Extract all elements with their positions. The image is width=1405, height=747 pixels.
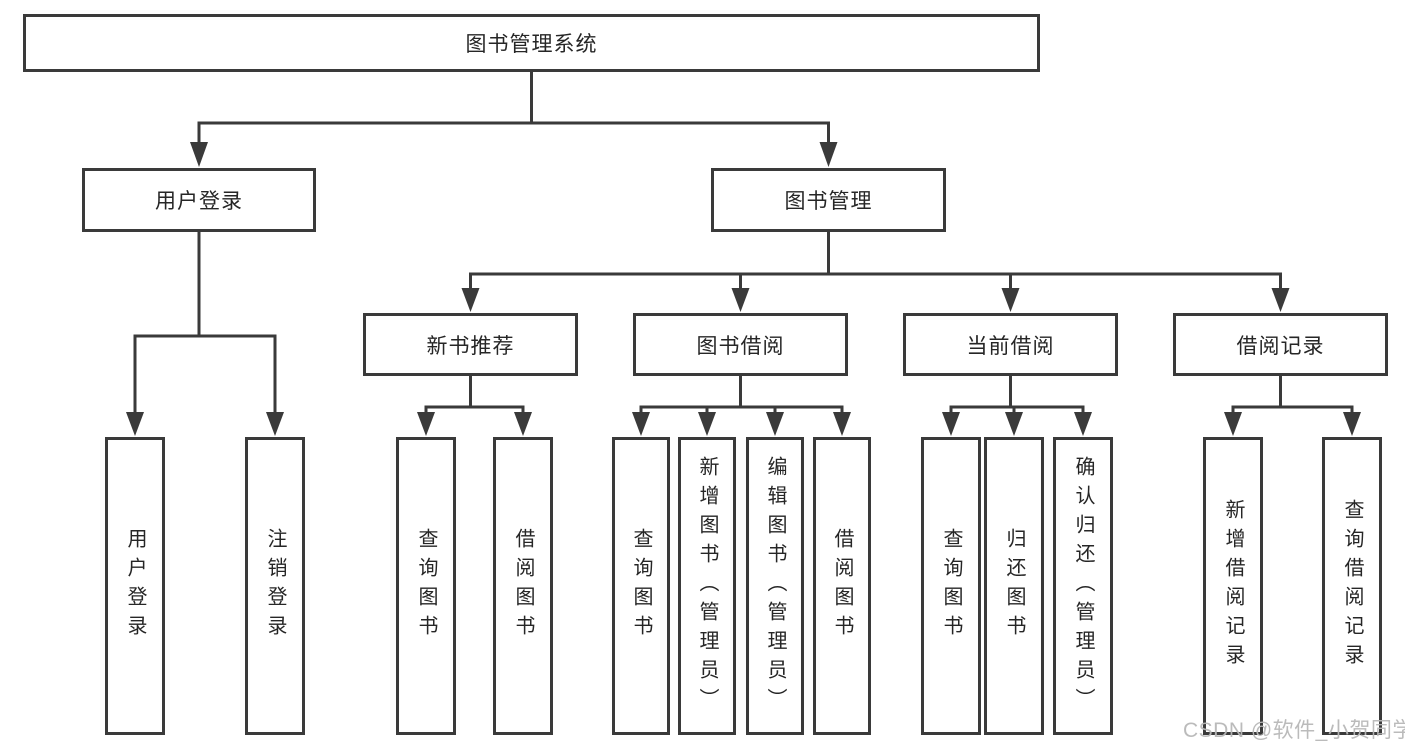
- leaf-return-books: 归还图书: [984, 437, 1044, 735]
- node-label: 图书借阅: [696, 334, 785, 358]
- node-current-borrowing: 当前借阅: [903, 313, 1118, 376]
- arrow-down-icon: [942, 412, 960, 436]
- arrow-down-icon: [266, 412, 284, 436]
- leaf-label: 注销登录: [264, 528, 286, 644]
- leaf-add-books-admin: 新增图书（管理员）: [678, 437, 736, 735]
- leaf-label: 查询借阅记录: [1341, 499, 1363, 673]
- arrow-down-icon: [1001, 288, 1020, 312]
- leaf-add-borrow-record: 新增借阅记录: [1203, 437, 1263, 735]
- connector-borrow-to-leaves: [632, 375, 851, 436]
- leaf-label: 查询图书: [940, 528, 962, 644]
- node-root-system: 图书管理系统: [23, 14, 1040, 72]
- arrow-down-icon: [461, 288, 480, 312]
- arrow-down-icon: [1343, 412, 1361, 436]
- connector-newbook-to-leaves: [417, 375, 532, 436]
- node-borrowing-records: 借阅记录: [1173, 313, 1388, 376]
- leaf-label: 查询图书: [630, 528, 652, 644]
- arrow-down-icon: [766, 412, 784, 436]
- node-book-management: 图书管理: [711, 168, 946, 232]
- node-label: 当前借阅: [966, 334, 1055, 358]
- connector-login-to-leaves: [126, 232, 284, 436]
- node-book-management-label: 图书管理: [784, 190, 873, 213]
- leaf-borrow-books: 借阅图书: [493, 437, 553, 735]
- node-label: 借阅记录: [1236, 334, 1325, 358]
- leaf-label: 借阅图书: [512, 528, 534, 644]
- arrow-down-icon: [417, 412, 435, 436]
- arrow-down-icon: [126, 412, 144, 436]
- leaf-edit-books-admin: 编辑图书（管理员）: [746, 437, 804, 735]
- node-label: 新书推荐: [426, 334, 515, 358]
- node-book-borrowing: 图书借阅: [633, 313, 848, 376]
- leaf-label: 查询图书: [415, 528, 437, 644]
- connector-root-to-level2: [190, 70, 838, 167]
- arrow-down-icon: [190, 142, 208, 167]
- arrow-down-icon: [1271, 288, 1290, 312]
- leaf-confirm-return-admin: 确认归还（管理员）: [1053, 437, 1113, 735]
- leaf-logout: 注销登录: [245, 437, 305, 735]
- arrow-down-icon: [632, 412, 650, 436]
- leaf-label: 借阅图书: [831, 528, 853, 644]
- arrow-down-icon: [1224, 412, 1242, 436]
- leaf-label: 新增借阅记录: [1222, 499, 1244, 673]
- leaf-label: 归还图书: [1003, 528, 1025, 644]
- leaf-label: 编辑图书（管理员）: [764, 455, 786, 717]
- arrow-down-icon: [514, 412, 532, 436]
- leaf-borrow-books: 借阅图书: [813, 437, 871, 735]
- arrow-down-icon: [731, 288, 750, 312]
- leaf-label: 确认归还（管理员）: [1072, 455, 1094, 717]
- arrow-down-icon: [698, 412, 716, 436]
- connector-records-to-leaves: [1224, 375, 1361, 436]
- arrow-down-icon: [819, 142, 838, 167]
- leaf-query-books: 查询图书: [921, 437, 981, 735]
- node-user-login: 用户登录: [82, 168, 316, 232]
- leaf-query-borrow-record: 查询借阅记录: [1322, 437, 1382, 735]
- node-root-label: 图书管理系统: [465, 33, 598, 56]
- arrow-down-icon: [1005, 412, 1023, 436]
- leaf-user-login: 用户登录: [105, 437, 165, 735]
- arrow-down-icon: [833, 412, 851, 436]
- leaf-label: 用户登录: [124, 528, 146, 644]
- leaf-query-books: 查询图书: [396, 437, 456, 735]
- leaf-query-books: 查询图书: [612, 437, 670, 735]
- connector-management-to-level3: [461, 232, 1290, 312]
- node-new-book-recommendation: 新书推荐: [363, 313, 578, 376]
- connector-current-to-leaves: [942, 375, 1092, 436]
- leaf-label: 新增图书（管理员）: [696, 455, 718, 717]
- node-user-login-label: 用户登录: [155, 190, 243, 213]
- arrow-down-icon: [1074, 412, 1092, 436]
- csdn-watermark: CSDN @软件_小贺同学: [1183, 719, 1405, 742]
